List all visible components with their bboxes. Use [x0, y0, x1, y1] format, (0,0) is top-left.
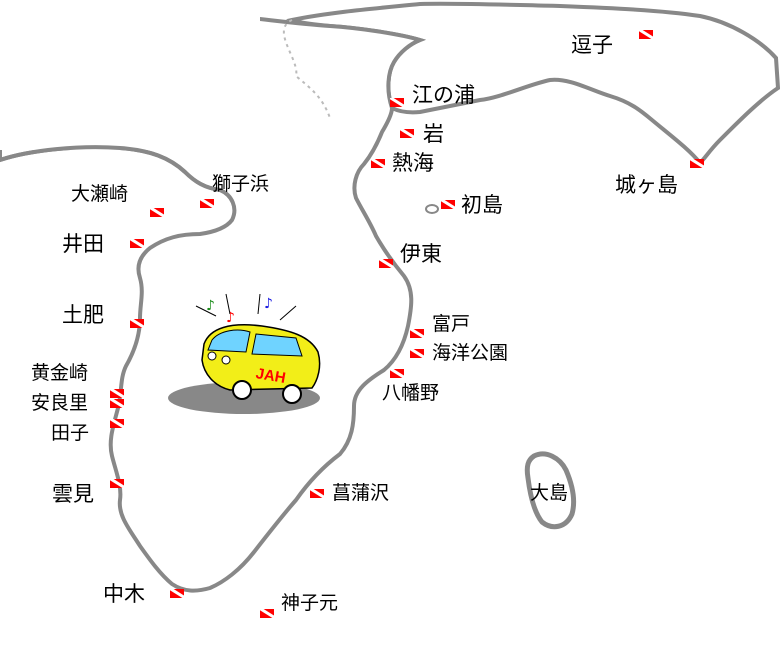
- site-label-atami[interactable]: 熱海: [392, 151, 434, 175]
- music-note-icon: ♪: [206, 298, 215, 314]
- site-label-iwa[interactable]: 岩: [423, 122, 444, 146]
- site-label-yawatano[interactable]: 八幡野: [382, 382, 440, 404]
- bus-headlight: [221, 355, 231, 365]
- dive-flag-icon[interactable]: [371, 159, 385, 168]
- dive-flag-icon[interactable]: [639, 30, 653, 39]
- site-label-ito[interactable]: 伊東: [400, 242, 442, 266]
- dive-flag-icon[interactable]: [170, 589, 184, 598]
- site-label-zushi[interactable]: 逗子: [571, 33, 613, 57]
- dive-flag-icon[interactable]: [410, 329, 424, 338]
- dive-flag-icon[interactable]: [110, 479, 124, 488]
- site-label-kaiyokoen[interactable]: 海洋公園: [432, 342, 509, 364]
- dive-flag-icon[interactable]: [690, 159, 704, 168]
- site-label-toi[interactable]: 土肥: [62, 303, 104, 327]
- dive-flag-icon[interactable]: [110, 389, 124, 398]
- dive-flag-icon[interactable]: [260, 609, 274, 618]
- site-label-enoura[interactable]: 江の浦: [412, 83, 475, 107]
- site-label-shishihama[interactable]: 獅子浜: [212, 173, 270, 195]
- bus-illustration: JAH ♪ ♪ ♪: [168, 293, 321, 414]
- site-label-mikomoto[interactable]: 神子元: [281, 592, 339, 614]
- land-layer: [0, 0, 780, 593]
- izu-peninsula-coastline: [0, 0, 427, 593]
- dive-flag-icon[interactable]: [110, 399, 124, 408]
- dive-flag-icon[interactable]: [441, 200, 455, 209]
- site-label-kumomi[interactable]: 雲見: [52, 482, 94, 506]
- dive-flag-icon[interactable]: [379, 259, 393, 268]
- site-label-koganezaki[interactable]: 黄金崎: [31, 362, 89, 384]
- dive-flag-icon[interactable]: [110, 419, 124, 428]
- bus-windshield: [207, 329, 251, 353]
- bus-logo: JAH: [254, 365, 287, 387]
- dive-flag-icon[interactable]: [150, 208, 164, 217]
- dive-flag-icon[interactable]: [130, 239, 144, 248]
- dive-flag-icon[interactable]: [310, 489, 324, 498]
- bus-wheel: [232, 380, 252, 400]
- dive-flag-icon[interactable]: [410, 349, 424, 358]
- site-label-hatsushima[interactable]: 初島: [461, 193, 503, 217]
- bus-headlight: [207, 351, 217, 361]
- music-note-icon: ♪: [226, 310, 235, 326]
- dive-flag-icon[interactable]: [390, 369, 404, 378]
- site-label-nakagi[interactable]: 中木: [103, 582, 145, 606]
- bus-side-window: [251, 333, 303, 357]
- dive-flag-icon[interactable]: [130, 319, 144, 328]
- site-label-futo[interactable]: 富戸: [432, 313, 471, 335]
- site-label-tago[interactable]: 田子: [51, 422, 90, 444]
- site-label-arari[interactable]: 安良里: [31, 392, 89, 414]
- music-note-icon: ♪: [264, 296, 273, 312]
- site-label-osezaki[interactable]: 大瀬崎: [71, 183, 129, 205]
- site-label-ida[interactable]: 井田: [62, 232, 104, 256]
- site-label-kobamazawa[interactable]: 菖蒲沢: [332, 482, 390, 504]
- hatsushima-island: [425, 204, 439, 214]
- dive-flag-icon[interactable]: [200, 199, 214, 208]
- dive-flag-icon[interactable]: [400, 129, 414, 138]
- site-label-jogashima[interactable]: 城ヶ島: [615, 173, 678, 197]
- oshima-island: [524, 451, 577, 530]
- site-label-oshima[interactable]: 大島: [530, 482, 569, 504]
- bus-wheel: [282, 384, 302, 404]
- dive-flag-icon[interactable]: [390, 98, 404, 107]
